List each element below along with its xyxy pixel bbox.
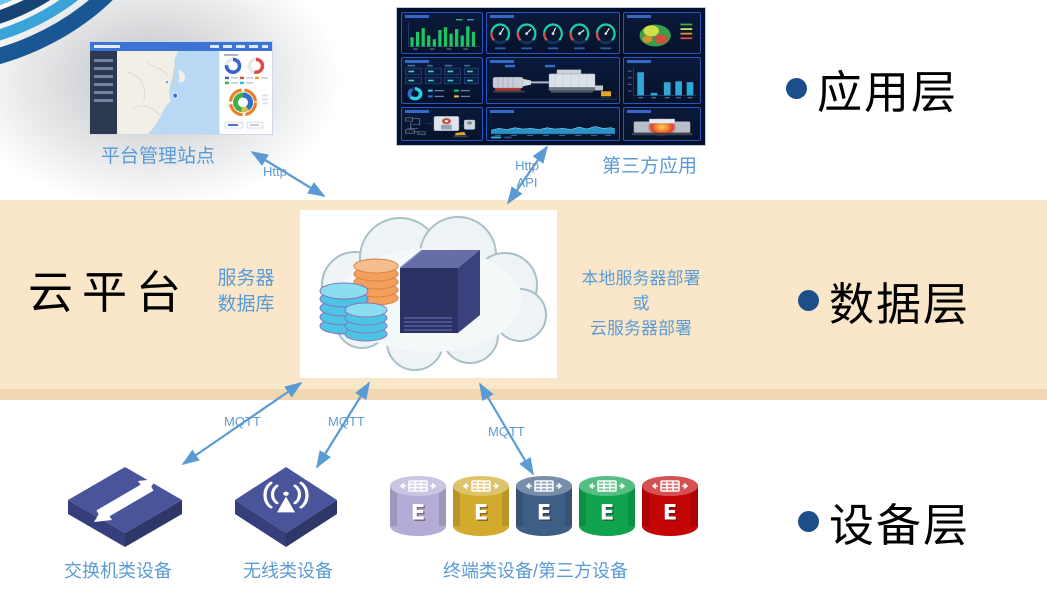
dash-3d-model-panel	[623, 12, 701, 54]
cylinder-device: EE	[516, 476, 572, 536]
switch-device-icon	[68, 467, 182, 547]
layer-label-text: 设备层	[829, 501, 971, 551]
svg-text:E: E	[664, 502, 678, 526]
mqtt-label-switch: MQTT	[224, 414, 261, 429]
dash-gauges-panel	[486, 12, 620, 54]
site-stats-panel	[219, 51, 272, 134]
legend-dots	[225, 76, 268, 85]
svg-text:E: E	[601, 502, 615, 526]
database-stack-orange	[353, 258, 399, 306]
wireless-device-icon	[235, 467, 337, 547]
layer-label-text: 数据层	[829, 280, 971, 330]
dash-thermal-panel	[623, 107, 701, 141]
dash-machinery-panel	[486, 57, 620, 104]
http-api-label: Http API	[515, 158, 539, 190]
server-db-caption: 服务器 数据库	[217, 268, 275, 315]
database-stack-cyan-2	[344, 302, 388, 342]
platform-site-screenshot	[90, 42, 272, 134]
cylinder-device: EE	[642, 476, 698, 536]
bullet-icon	[798, 290, 819, 311]
svg-text:E: E	[475, 502, 489, 526]
cloud-platform-box	[300, 210, 557, 378]
terminal-devices-group: EE EE EE EE EE	[390, 476, 698, 536]
mqtt-label-terminal: MQTT	[488, 424, 525, 439]
svg-text:E: E	[412, 502, 426, 526]
cylinder-device: EE	[453, 476, 509, 536]
dash-bar-chart-2-panel	[623, 57, 701, 104]
svg-text:E: E	[663, 501, 677, 525]
site-sidebar	[90, 51, 117, 134]
svg-text:E: E	[600, 501, 614, 525]
pie-chart-orange-ring	[228, 88, 258, 117]
layer-label-device: 设备层	[798, 489, 970, 554]
dash-status-table-panel	[401, 57, 483, 104]
dash-bar-chart-panel	[401, 12, 483, 54]
svg-text:E: E	[537, 501, 551, 525]
third-party-dashboard-screenshot	[397, 8, 705, 145]
site-map	[117, 51, 219, 134]
dash-schematic-panel	[401, 107, 483, 141]
svg-text:E: E	[474, 501, 488, 525]
cylinder-device: EE	[579, 476, 635, 536]
layer-label-application: 应用层	[786, 56, 958, 121]
cloud-platform-title: 云平台	[28, 268, 191, 318]
cylinder-device: EE	[390, 476, 446, 536]
server-tower-icon	[399, 249, 480, 333]
svg-text:E: E	[411, 501, 425, 525]
layer-label-data: 数据层	[798, 268, 970, 333]
site-header	[90, 42, 272, 51]
data-layer-band-edge	[0, 389, 1047, 400]
platform-site-caption: 平台管理站点	[101, 146, 216, 167]
terminal-caption: 终端类设备/第三方设备	[443, 561, 628, 581]
mqtt-label-wireless: MQTT	[328, 414, 365, 429]
donut-chart-blue	[224, 57, 242, 74]
deployment-caption: 本地服务器部署 或 云服务器部署	[581, 269, 701, 338]
globe-swirl-decoration	[0, 0, 170, 80]
switch-caption: 交换机类设备	[64, 561, 172, 581]
donut-chart-red	[247, 57, 265, 74]
bullet-icon	[798, 511, 819, 532]
bullet-icon	[786, 78, 807, 99]
map-marker-icon	[172, 92, 178, 99]
svg-text:E: E	[538, 502, 552, 526]
layer-label-text: 应用层	[817, 68, 959, 118]
dash-trend-chart-panel	[486, 107, 620, 141]
third-party-caption: 第三方应用	[602, 156, 698, 177]
http-label: Http	[263, 164, 287, 179]
wireless-caption: 无线类设备	[243, 561, 333, 581]
